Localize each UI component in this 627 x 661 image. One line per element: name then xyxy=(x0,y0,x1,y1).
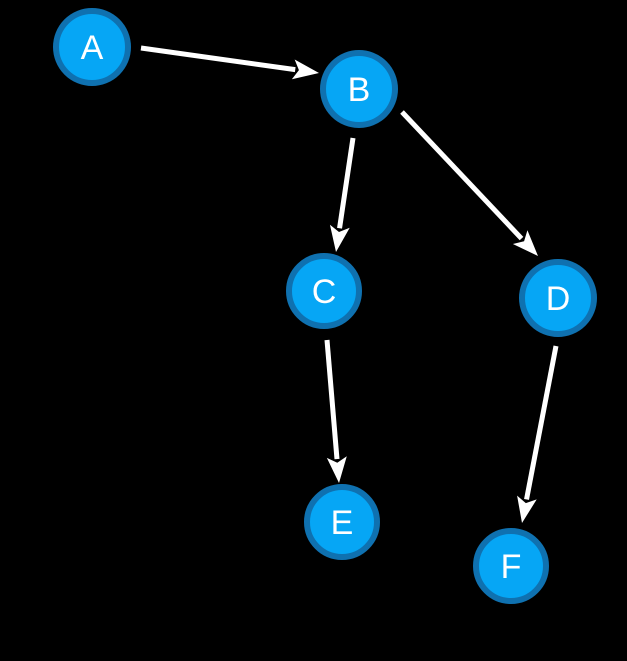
edge-c-e[interactable] xyxy=(324,339,347,483)
edge-line xyxy=(324,339,340,460)
node-circle xyxy=(286,253,362,329)
edge-line xyxy=(337,137,356,229)
edge-a-b[interactable] xyxy=(140,45,319,80)
arrowhead xyxy=(291,59,319,80)
edge-b-c[interactable] xyxy=(329,137,356,252)
edges-layer xyxy=(140,45,559,523)
edge-d-f[interactable] xyxy=(517,345,559,523)
edge-b-d[interactable] xyxy=(400,110,538,256)
edge-line xyxy=(400,110,524,241)
node-circle xyxy=(53,8,131,86)
graph-node-d[interactable]: D xyxy=(519,259,597,337)
graph-node-c[interactable]: C xyxy=(286,253,362,329)
edge-line xyxy=(140,45,296,73)
arrowhead xyxy=(329,224,350,252)
graph-node-a[interactable]: A xyxy=(53,8,131,86)
graph-node-e[interactable]: E xyxy=(304,484,380,560)
node-circle xyxy=(304,484,380,560)
edge-line xyxy=(524,345,559,500)
arrowhead xyxy=(326,456,347,483)
arrowhead xyxy=(512,230,538,256)
arrowhead xyxy=(517,495,537,523)
graph-node-b[interactable]: B xyxy=(320,50,398,128)
node-circle xyxy=(320,50,398,128)
node-circle xyxy=(519,259,597,337)
graph-node-f[interactable]: F xyxy=(473,528,549,604)
node-circle xyxy=(473,528,549,604)
nodes-layer: A B C D E F xyxy=(53,8,597,604)
